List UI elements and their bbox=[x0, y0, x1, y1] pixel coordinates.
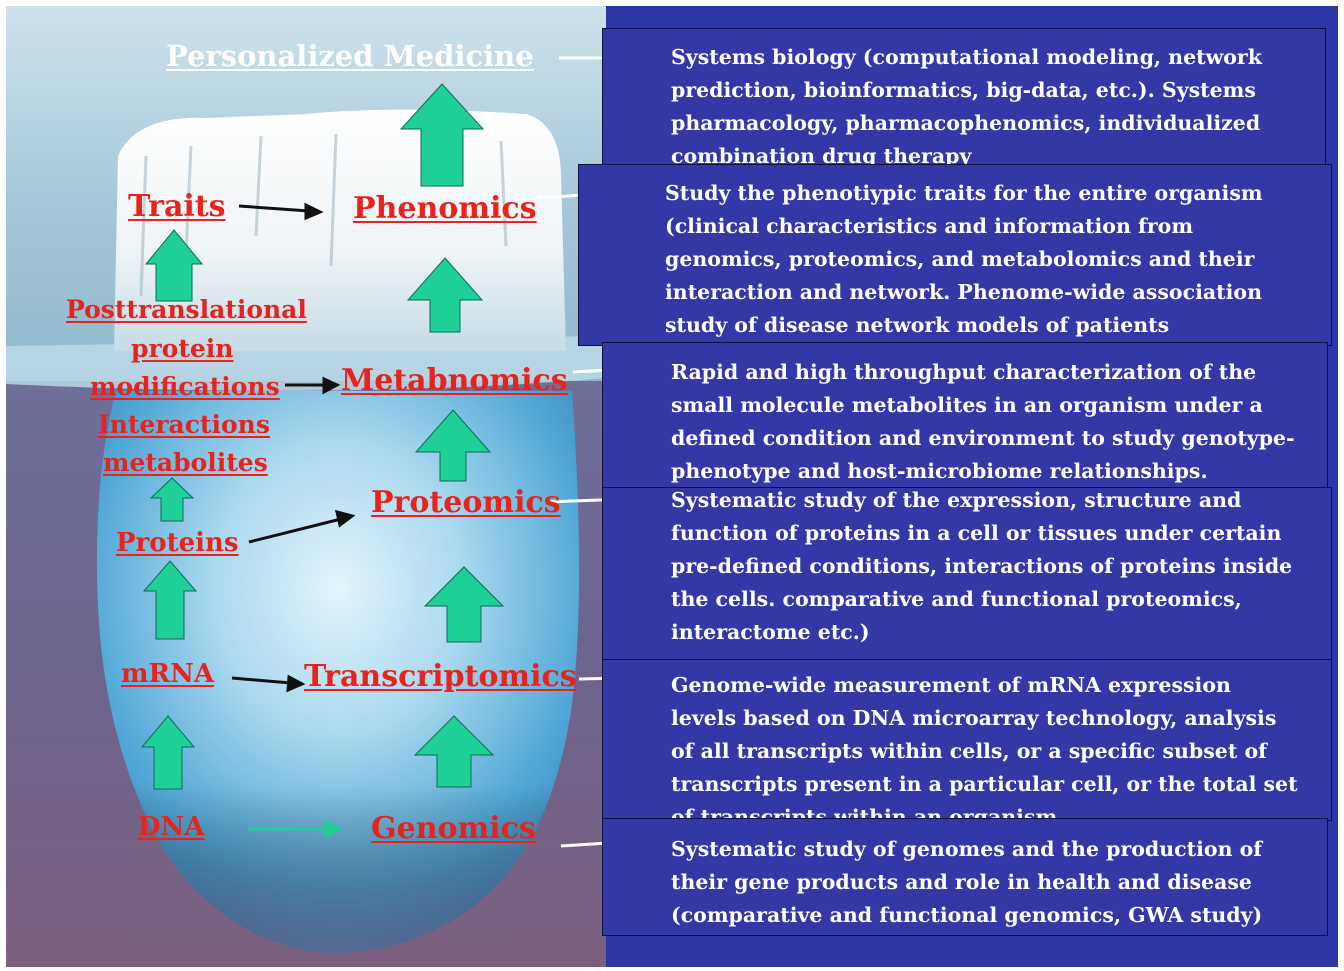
box-line: Rapid and high throughput characterizati… bbox=[671, 360, 1257, 384]
box-line: Systematic study of the expression, stru… bbox=[671, 488, 1242, 512]
box-line: phenotype and host-microbiome relationsh… bbox=[671, 459, 1208, 483]
ice-crevices bbox=[139, 133, 508, 297]
label-protein: protein bbox=[131, 334, 234, 363]
label-proteins: Proteins bbox=[116, 528, 239, 558]
box-line: interactome etc.) bbox=[671, 620, 870, 644]
label-interactions: Interactions bbox=[98, 410, 270, 439]
label-metabnomics: Metabnomics bbox=[341, 363, 568, 398]
box-transcriptomics: Genome-wide measurement of mRNA expressi… bbox=[602, 659, 1332, 821]
box-line: study of disease network models of patie… bbox=[665, 313, 1170, 337]
label-traits: Traits bbox=[128, 189, 226, 224]
box-line: function of proteins in a cell or tissue… bbox=[671, 521, 1282, 545]
box-line: Genome-wide measurement of mRNA expressi… bbox=[671, 673, 1231, 697]
box-line: levels based on DNA microarray technolog… bbox=[671, 706, 1277, 730]
box-line: (comparative and functional genomics, GW… bbox=[671, 903, 1263, 927]
box-line: prediction, bioinformatics, big-data, et… bbox=[671, 78, 1256, 102]
box-line: Study the phenotiypic traits for the ent… bbox=[665, 181, 1263, 205]
up-arrow-proteins-to-interactions bbox=[149, 477, 195, 522]
title-personalized-medicine: Personalized Medicine bbox=[166, 39, 534, 73]
up-arrow-phenomics-to-personalized bbox=[399, 83, 485, 187]
arrow-proteins-to-proteomics bbox=[248, 517, 342, 544]
label-proteomics: Proteomics bbox=[371, 485, 561, 520]
box-line: transcripts present in a particular cell… bbox=[671, 772, 1298, 796]
box-line: Systematic study of genomes and the prod… bbox=[671, 837, 1263, 861]
box-line: of transcripts within an organism. bbox=[671, 805, 1065, 821]
label-transcriptomics: Transcriptomics bbox=[304, 659, 577, 694]
label-modifications: modifications bbox=[90, 372, 280, 401]
label-dna: DNA bbox=[138, 812, 205, 842]
iceberg-illustration bbox=[6, 6, 642, 967]
box-line: Systems biology (computational modeling,… bbox=[671, 45, 1262, 69]
up-arrow-mrna-to-proteins bbox=[142, 560, 198, 640]
label-metabolites: metabolites bbox=[103, 448, 268, 477]
up-arrow-dna-to-mrna bbox=[140, 715, 196, 790]
box-line: small molecule metabolites in an organis… bbox=[671, 393, 1263, 417]
box-personalized-medicine: Systems biology (computational modeling,… bbox=[602, 28, 1326, 176]
box-metabnomics: Rapid and high throughput characterizati… bbox=[602, 342, 1328, 494]
box-line: interaction and network. Phenome-wide as… bbox=[665, 280, 1262, 304]
up-arrow-genomics-to-transcriptomics bbox=[413, 715, 495, 788]
iceberg-underwater-shade bbox=[96, 391, 580, 954]
label-posttranslational: Posttranslational bbox=[66, 295, 307, 324]
box-line: pre-defined conditions, interactions of … bbox=[671, 554, 1293, 578]
figure-frame: Personalized Medicine Traits Posttransla… bbox=[6, 6, 1338, 967]
label-phenomics: Phenomics bbox=[353, 191, 537, 226]
arrow-mrna-to-transcriptomics bbox=[231, 676, 292, 685]
label-genomics: Genomics bbox=[371, 811, 536, 846]
box-genomics: Systematic study of genomes and the prod… bbox=[602, 818, 1328, 936]
box-phenomics: Study the phenotiypic traits for the ent… bbox=[578, 164, 1332, 346]
up-arrow-posttrans-to-traits bbox=[144, 229, 204, 302]
box-line: their gene products and role in health a… bbox=[671, 870, 1252, 894]
box-line: of all transcripts within cells, or a sp… bbox=[671, 739, 1267, 763]
label-mrna: mRNA bbox=[121, 659, 215, 689]
arrow-traits-to-phenomics bbox=[238, 204, 310, 213]
box-line: genomics, proteomics, and metabolomics a… bbox=[665, 247, 1255, 271]
up-arrow-proteomics-to-metabnomics bbox=[414, 409, 492, 482]
box-line: the cells. comparative and functional pr… bbox=[671, 587, 1242, 611]
box-proteomics: Systematic study of the expression, stru… bbox=[602, 487, 1332, 663]
up-arrow-metabnomics-to-phenomics bbox=[406, 257, 484, 333]
up-arrow-transcriptomics-to-proteomics bbox=[423, 566, 505, 643]
box-line: pharmacology, pharmacophenomics, individ… bbox=[671, 111, 1261, 135]
box-line: defined condition and environment to stu… bbox=[671, 426, 1295, 450]
box-line: (clinical characteristics and informatio… bbox=[665, 214, 1194, 238]
